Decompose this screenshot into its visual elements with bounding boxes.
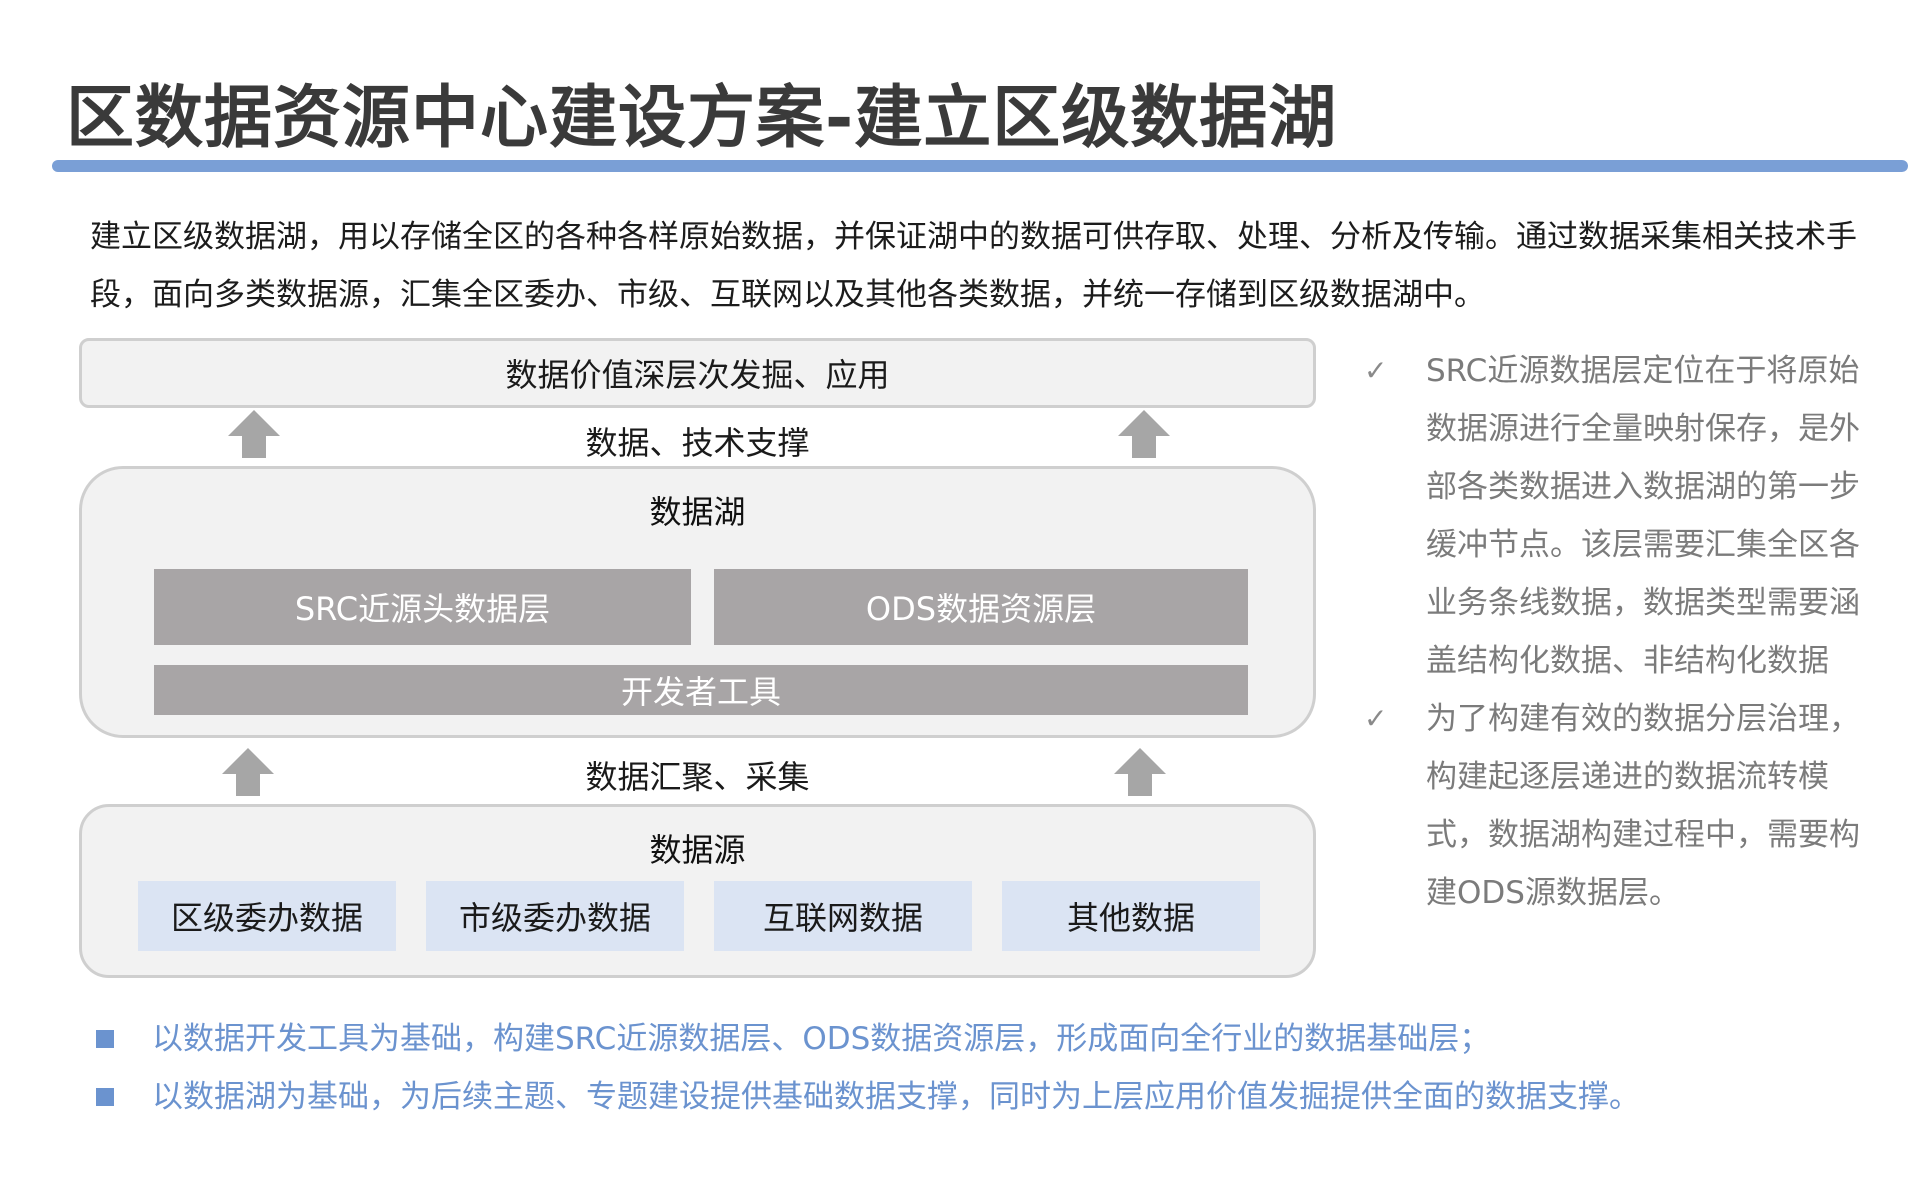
- intro-paragraph: 建立区级数据湖，用以存储全区的各种各样原始数据，并保证湖中的数据可供存取、处理、…: [90, 219, 1857, 313]
- side-note: ✓ SRC近源数据层定位在于将原始数据源进行全量映射保存，是外部各类数据进入数据…: [1364, 342, 1884, 690]
- src-layer: SRC近源头数据层: [154, 569, 691, 645]
- check-icon: ✓: [1364, 354, 1388, 387]
- title-underline: [52, 160, 1908, 172]
- side-notes: ✓ SRC近源数据层定位在于将原始数据源进行全量映射保存，是外部各类数据进入数据…: [1364, 342, 1884, 922]
- up-arrow-icon: [228, 410, 280, 458]
- data-source-title: 数据源: [649, 831, 746, 869]
- check-icon: ✓: [1364, 702, 1388, 735]
- developer-tools-layer: 开发者工具: [154, 665, 1248, 715]
- data-lake-title: 数据湖: [649, 493, 746, 531]
- bullet-text: 以数据开发工具为基础，构建SRC近源数据层、ODS数据资源层，形成面向全行业的数…: [152, 1021, 1491, 1057]
- page-title: 区数据资源中心建设方案-建立区级数据湖: [66, 79, 1338, 158]
- square-bullet-icon: [96, 1088, 114, 1106]
- bullet-item: 以数据湖为基础，为后续主题、专题建设提供基础数据支撑，同时为上层应用价值发掘提供…: [96, 1068, 1656, 1126]
- bullet-item: 以数据开发工具为基础，构建SRC近源数据层、ODS数据资源层，形成面向全行业的数…: [96, 1010, 1656, 1068]
- source-item-city: 市级委办数据: [426, 881, 684, 951]
- source-item-other: 其他数据: [1002, 881, 1260, 951]
- data-source-box: 数据源 区级委办数据 市级委办数据 互联网数据 其他数据: [79, 804, 1316, 978]
- support-label: 数据、技术支撑: [585, 424, 810, 462]
- value-application-label: 数据价值深层次发掘、应用: [505, 356, 890, 394]
- up-arrow-icon: [1114, 748, 1166, 796]
- side-note-text: 为了构建有效的数据分层治理，构建起逐层递进的数据流转模式，数据湖构建过程中，需要…: [1426, 701, 1860, 911]
- source-item-internet: 互联网数据: [714, 881, 972, 951]
- up-arrow-icon: [1118, 410, 1170, 458]
- bottom-bullets: 以数据开发工具为基础，构建SRC近源数据层、ODS数据资源层，形成面向全行业的数…: [96, 1010, 1656, 1126]
- bullet-text: 以数据湖为基础，为后续主题、专题建设提供基础数据支撑，同时为上层应用价值发掘提供…: [152, 1079, 1640, 1115]
- side-note-text: SRC近源数据层定位在于将原始数据源进行全量映射保存，是外部各类数据进入数据湖的…: [1426, 353, 1860, 679]
- collect-label: 数据汇聚、采集: [585, 758, 810, 796]
- side-note: ✓ 为了构建有效的数据分层治理，构建起逐层递进的数据流转模式，数据湖构建过程中，…: [1364, 690, 1884, 922]
- source-item-district: 区级委办数据: [138, 881, 396, 951]
- data-lake-box: 数据湖 SRC近源头数据层 ODS数据资源层 开发者工具: [79, 466, 1316, 738]
- up-arrow-icon: [222, 748, 274, 796]
- ods-layer: ODS数据资源层: [714, 569, 1248, 645]
- value-application-box: 数据价值深层次发掘、应用: [79, 338, 1316, 408]
- square-bullet-icon: [96, 1030, 114, 1048]
